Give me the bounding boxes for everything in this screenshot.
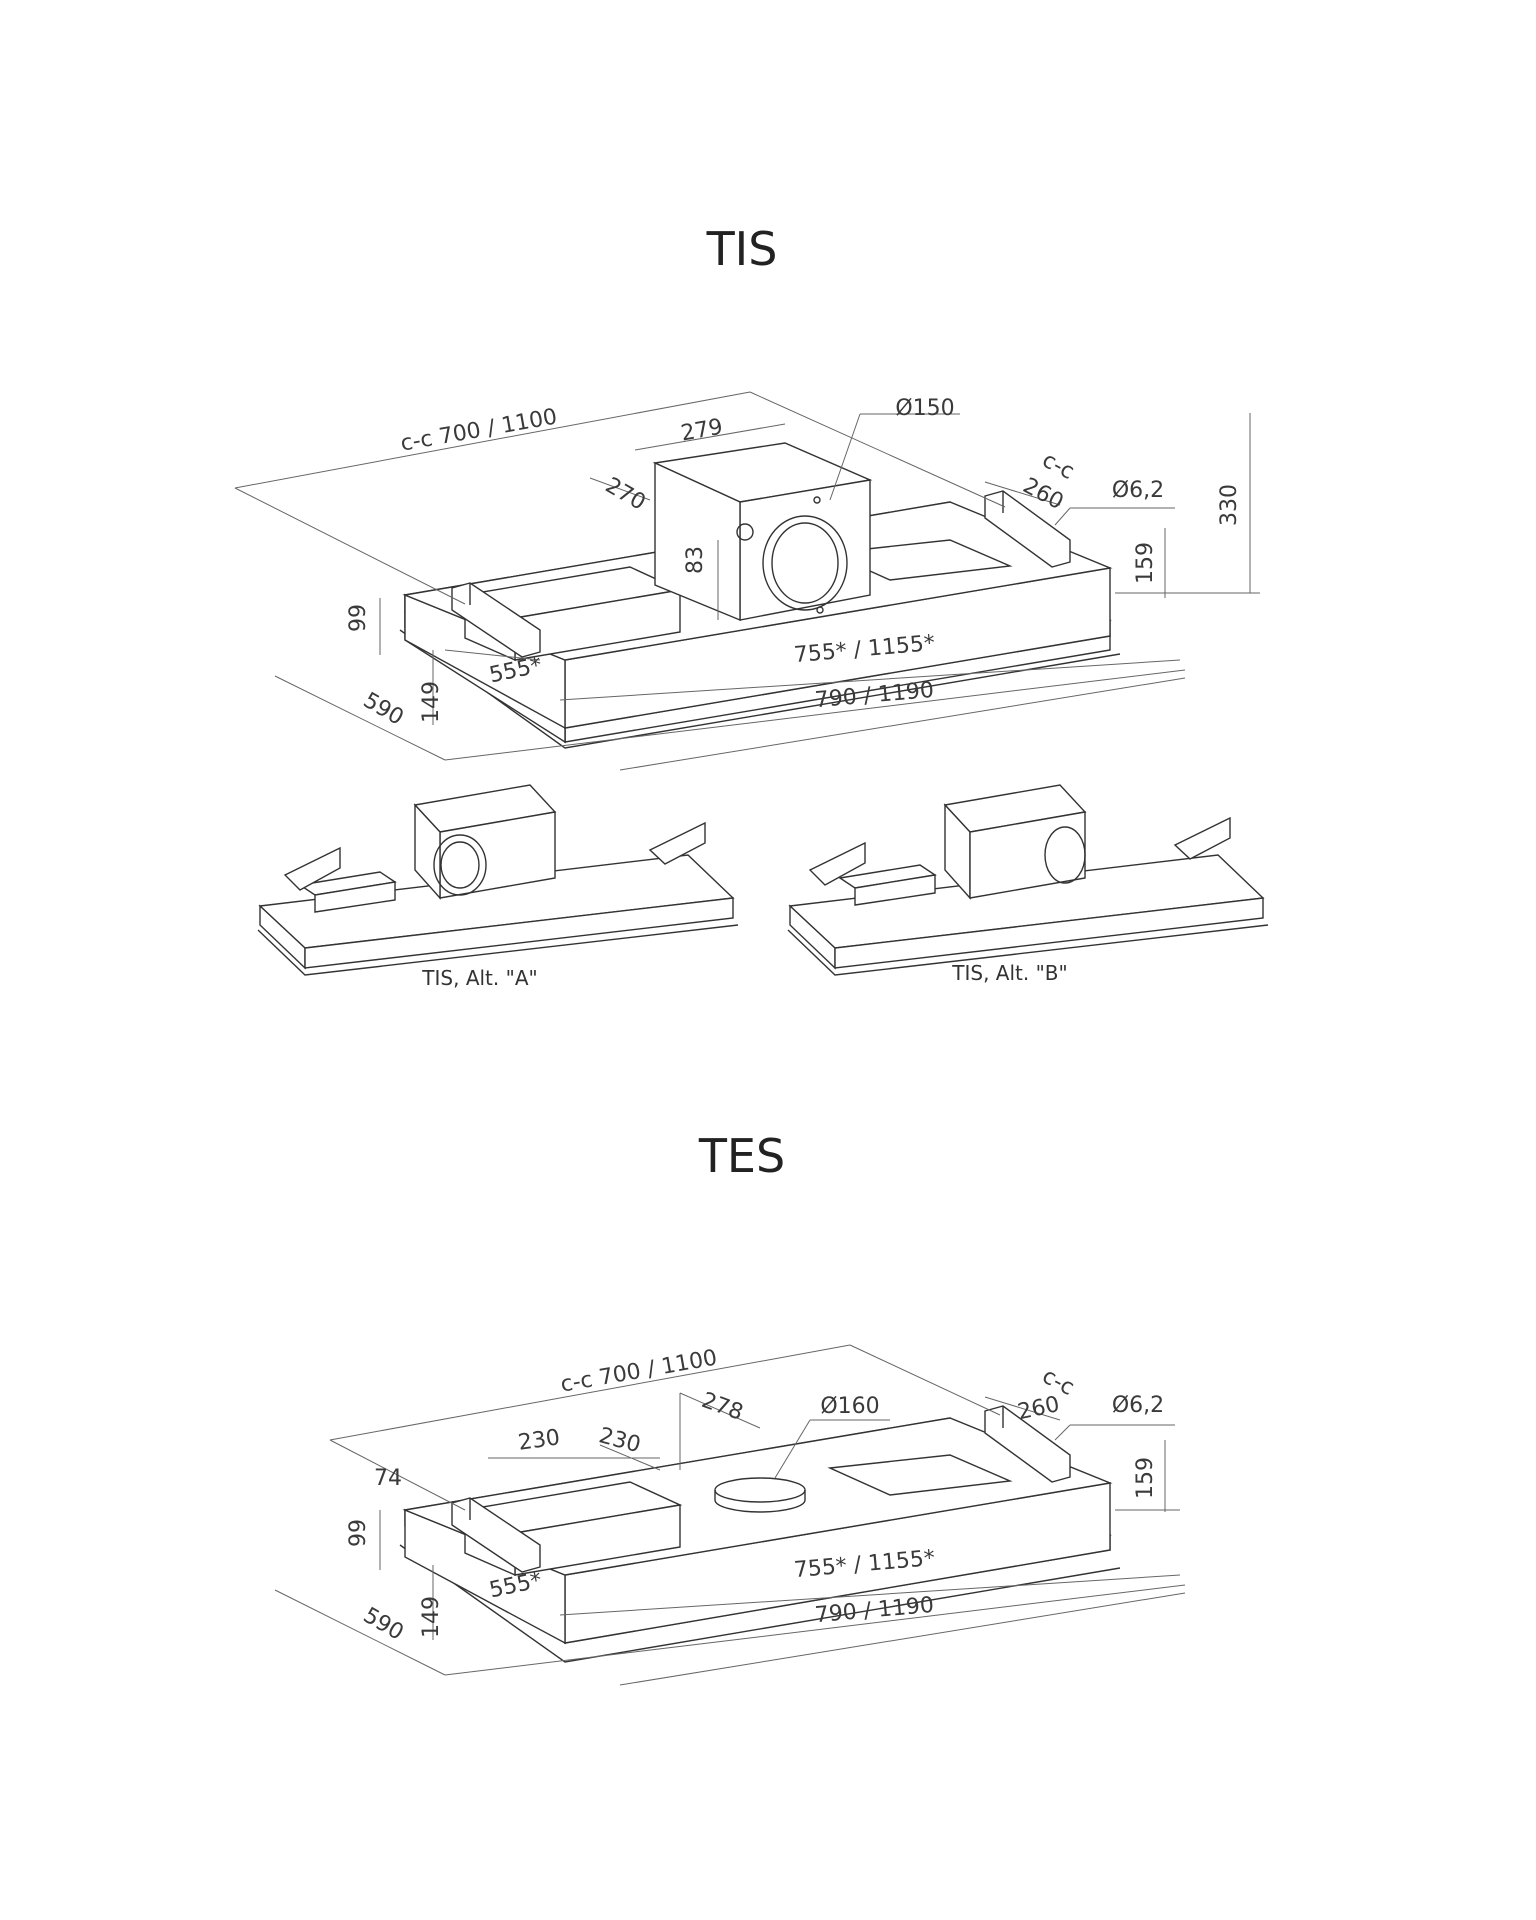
tis-dim-330: 330 (1217, 484, 1242, 526)
tes-dim-74: 74 (374, 1466, 402, 1491)
tes-dim-260: 260 (1016, 1392, 1062, 1425)
tis-alt-a-drawing (257, 784, 739, 976)
tes-main-hood (399, 1405, 1121, 1663)
tis-alt-b-drawing (787, 784, 1269, 976)
tes-dim-790: 790 / 1190 (814, 1593, 935, 1628)
tis-dim-279: 279 (679, 415, 725, 447)
tis-dim-159: 159 (1133, 542, 1158, 584)
tis-dimensions (234, 391, 1260, 771)
tes-dim-dia160: Ø160 (820, 1394, 879, 1419)
tes-dim-cc: c-c 700 / 1100 (559, 1346, 719, 1398)
tis-dim-cc: c-c 700 / 1100 (399, 405, 559, 457)
tes-title: TES (698, 1129, 785, 1183)
tis-dim-590: 590 (359, 688, 408, 731)
tis-alt-b-caption: TIS, Alt. "B" (951, 961, 1067, 985)
tis-dim-83: 83 (683, 546, 708, 574)
tis-dim-cc-small: c-c (1038, 448, 1078, 485)
tes-dim-590: 590 (359, 1603, 408, 1646)
tis-dim-dia150: Ø150 (895, 396, 954, 421)
tis-dim-99: 99 (346, 604, 371, 632)
tes-dim-149: 149 (419, 1596, 444, 1638)
tis-dim-270: 270 (601, 473, 650, 516)
tis-dim-149: 149 (419, 681, 444, 723)
tis-alt-a-caption: TIS, Alt. "A" (421, 966, 537, 990)
tes-dimensions (274, 1344, 1186, 1686)
tes-dim-159: 159 (1133, 1457, 1158, 1499)
tis-main-hood (399, 442, 1121, 749)
tes-dim-dia62: Ø6,2 (1112, 1393, 1164, 1418)
tis-title: TIS (706, 222, 778, 276)
tes-dim-230b: 230 (596, 1423, 643, 1458)
tes-dim-278: 278 (698, 1388, 746, 1426)
tes-dim-99: 99 (346, 1519, 371, 1547)
tis-dim-dia62: Ø6,2 (1112, 478, 1164, 503)
tes-dim-230a: 230 (517, 1425, 562, 1456)
